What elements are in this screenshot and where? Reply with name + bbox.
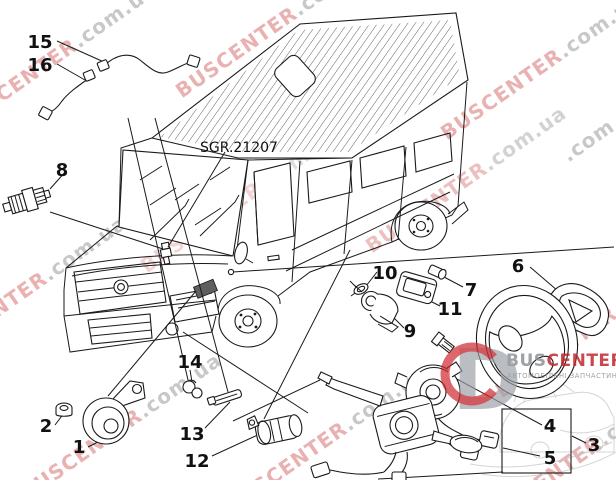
ref-code-label: SGR.21207 [200, 140, 278, 156]
watermark-domain: .com.ua [68, 0, 161, 53]
windshield [118, 149, 249, 257]
part-bulb-7 [427, 264, 447, 280]
group-box-4-5 [501, 408, 572, 474]
callout-12: 12 [184, 451, 209, 472]
part-clip-13 [206, 389, 243, 406]
watermark-domain: .com.ua [38, 211, 131, 286]
part-column-switch [310, 371, 483, 480]
door-handle [267, 254, 280, 262]
callout-8: 8 [56, 160, 69, 181]
callout-10: 10 [372, 263, 397, 284]
wipers [149, 194, 240, 241]
fog-light [165, 322, 179, 336]
part-horn-1 [82, 380, 146, 445]
part-sensor-9 [349, 280, 399, 333]
buscenter-logo: D BUSCENTER АВТОМОБІЛЬНІ ЗАПЧАСТИНИ [440, 331, 616, 429]
van-illustration [63, 12, 469, 353]
part-cable-16 [38, 69, 96, 121]
watermark-domain: .com.ua [558, 92, 616, 167]
hood-plate [192, 278, 218, 299]
callout-1: 1 [73, 437, 86, 458]
callout-3: 3 [588, 435, 601, 456]
part-spark-plug-8 [2, 186, 52, 215]
logo-arc [440, 342, 497, 406]
part-switch-11 [396, 271, 438, 305]
part-nut-2 [55, 402, 73, 417]
callout-labels: 1 2 3 4 5 6 7 8 9 10 11 12 13 14 15 16 [27, 32, 600, 472]
callout-2: 2 [40, 416, 53, 437]
watermark-brand: BUSCENTER [0, 266, 52, 368]
svg-text:BUSCENTER.com.ua: BUSCENTER.com.ua [0, 211, 131, 368]
door-point [227, 268, 235, 276]
rear-wheel [394, 201, 448, 251]
svg-text:BUSCENTER.com.ua: BUSCENTER.com.ua [0, 0, 161, 135]
part-ignition-switch-12 [246, 414, 303, 445]
callout-16: 16 [27, 55, 52, 76]
logo-brand-text: BUSCENTER [506, 351, 616, 371]
watermark-domain: .com.ua [553, 0, 616, 63]
grille-badge [113, 279, 129, 295]
callout-14: 14 [177, 352, 202, 373]
part-cap-10 [350, 283, 369, 297]
callout-6: 6 [512, 256, 525, 277]
callout-9: 9 [404, 321, 417, 342]
logo-tagline: АВТОМОБІЛЬНІ ЗАПЧАСТИНИ [507, 372, 616, 380]
callout-15: 15 [27, 32, 52, 53]
steering-wheel [475, 284, 579, 400]
side-mirror [234, 241, 248, 265]
watermark-domain: .com.ua [288, 0, 381, 21]
front-wheel [218, 294, 278, 348]
part-screw [430, 331, 455, 354]
callout-7: 7 [465, 280, 478, 301]
callout-5: 5 [544, 448, 557, 469]
svg-text:.com.ua: .com.ua [558, 92, 616, 167]
logo-brand-suffix: CENTER [547, 351, 616, 371]
callout-11: 11 [437, 299, 462, 320]
roof-hatch [274, 54, 316, 98]
door-window [253, 162, 295, 246]
callout-4: 4 [544, 416, 557, 437]
part-cable-15 [96, 54, 201, 74]
part-grommet-14 [182, 379, 203, 399]
callout-13: 13 [179, 424, 204, 445]
logo-brand-prefix: BUS [506, 351, 547, 371]
